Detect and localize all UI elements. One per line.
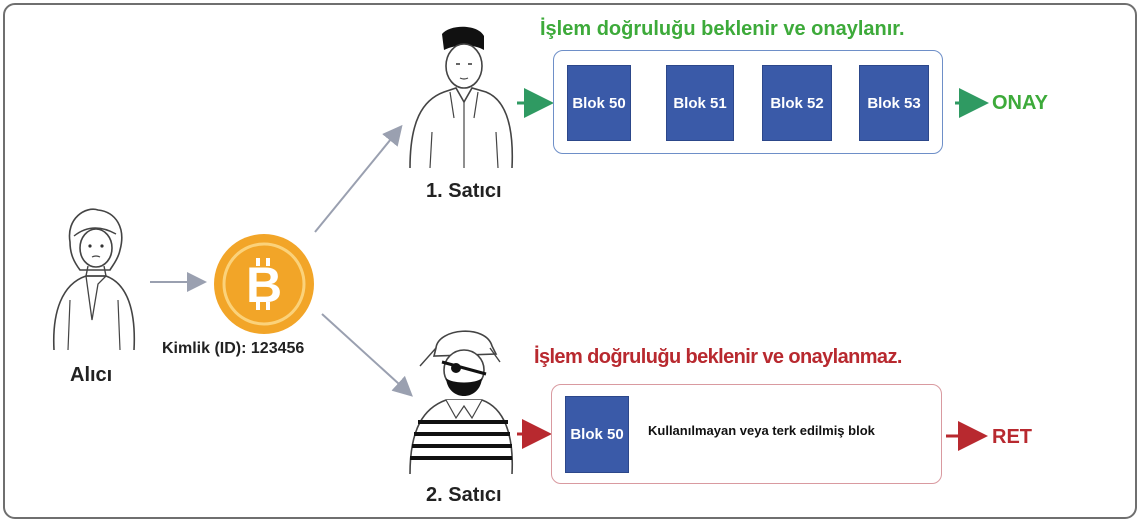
seller2-label: 2. Satıcı <box>426 484 502 506</box>
success-header: İşlem doğruluğu beklenir ve onaylanır. <box>540 18 905 40</box>
block-50: Blok 50 <box>567 65 631 141</box>
bitcoin-symbol: B <box>246 257 282 313</box>
orphan-block-box: Blok 50 Kullanılmayan veya terk edilmiş … <box>551 384 942 484</box>
fail-header: İşlem doğruluğu beklenir ve onaylanmaz. <box>534 346 902 368</box>
coin-id-label: Kimlik (ID): 123456 <box>162 340 305 357</box>
result-ret: RET <box>992 426 1032 448</box>
orphan-note: Kullanılmayan veya terk edilmiş blok <box>648 423 875 438</box>
bitcoin-coin-icon: B <box>214 234 314 334</box>
block-51: Blok 51 <box>666 65 734 141</box>
arrow-coin-to-seller2 <box>321 313 413 397</box>
seller1-label: 1. Satıcı <box>426 180 502 202</box>
seller1-man-icon <box>409 26 514 169</box>
blockchain-box: Blok 50 Blok 51 Blok 52 Blok 53 <box>553 50 943 154</box>
arrow-coin-to-seller1 <box>314 124 403 233</box>
orphan-block-50: Blok 50 <box>565 396 629 473</box>
result-onay: ONAY <box>992 92 1048 114</box>
sender-label: Alıcı <box>70 364 113 386</box>
block-53: Blok 53 <box>859 65 929 141</box>
seller2-pirate-icon <box>409 330 514 475</box>
sender-woman-icon <box>52 208 136 351</box>
block-52: Blok 52 <box>762 65 832 141</box>
